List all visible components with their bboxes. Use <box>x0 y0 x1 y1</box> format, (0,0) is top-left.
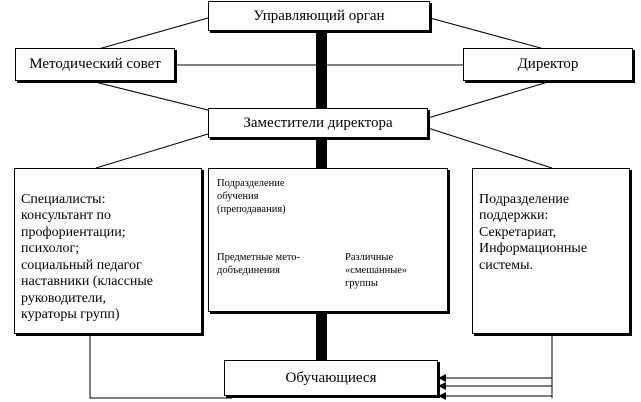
arrowhead-3 <box>438 392 446 400</box>
deputies-box: Заместители директора <box>208 108 428 138</box>
director-box: Директор <box>463 48 633 81</box>
line-director-to-deputies <box>427 81 549 119</box>
line-governing-to-council <box>94 17 209 51</box>
deputies-label: Заместители директора <box>243 114 393 131</box>
subject-associations-label: Предметные мето- добъединения <box>217 252 301 276</box>
support-unit-label: Подразделение поддержки: Секретариат, Ин… <box>479 191 588 273</box>
arrowhead-1 <box>438 374 446 382</box>
students-box: Обучающиеся <box>224 360 438 396</box>
governing-body-box: Управляющий орган <box>208 1 430 31</box>
students-label: Обучающиеся <box>285 369 377 386</box>
methodical-council-label: Методический совет <box>29 56 161 72</box>
line-council-to-deputies <box>94 81 209 111</box>
teaching-unit-title: Подразделение обучения (преподавания) <box>217 178 286 215</box>
director-label: Директор <box>517 56 579 72</box>
support-unit-box: Подразделение поддержки: Секретариат, Ин… <box>472 168 630 334</box>
line-deputies-to-support <box>427 127 553 169</box>
line-deputies-to-specialists <box>95 133 209 169</box>
mixed-groups-label: Различные «смешанные» группы <box>345 252 408 289</box>
governing-body-label: Управляющий орган <box>253 7 385 24</box>
teaching-unit-box: Подразделение обучения (преподавания) Пр… <box>208 168 448 312</box>
line-specialists-to-students <box>89 336 232 399</box>
specialists-label: Специалисты: консультант по профориентац… <box>21 191 154 323</box>
line-governing-to-director <box>429 17 549 51</box>
methodical-council-box: Методический совет <box>15 48 175 81</box>
arrowhead-2 <box>438 382 446 390</box>
specialists-box: Специалисты: консультант по профориентац… <box>14 168 202 334</box>
